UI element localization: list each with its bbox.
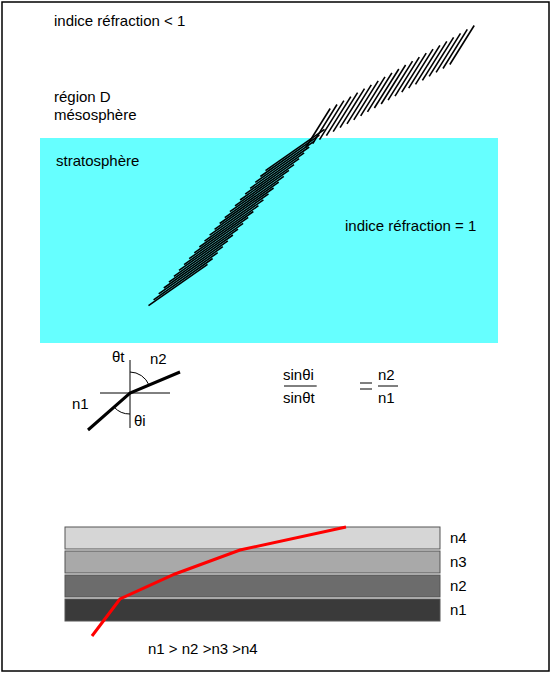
equals-sign — [360, 383, 372, 384]
wavefront-hatching — [149, 26, 475, 306]
fraction-bar — [284, 386, 317, 387]
layer-band — [65, 551, 440, 573]
wavefront-line — [189, 217, 248, 258]
layer-index: n1 — [450, 601, 467, 619]
layer-index: n3 — [450, 553, 467, 571]
stratosphere-band: stratosphère indice réfraction = 1 — [40, 138, 498, 343]
wavefront-line — [250, 147, 309, 188]
formula-term: n2 — [378, 366, 395, 384]
layer-band — [65, 527, 440, 549]
formula-term: sinθi — [283, 366, 314, 384]
wavefront-line — [194, 212, 253, 253]
wavefront-line — [266, 129, 325, 170]
wavefront-line — [149, 264, 208, 305]
wavefront-line — [205, 200, 264, 241]
wavefront-line — [174, 235, 233, 276]
medium-index: n1 — [72, 395, 89, 413]
wavefront-line — [240, 159, 299, 200]
layer-band — [65, 575, 440, 597]
medium-index: n2 — [150, 350, 167, 368]
wavefront-line — [260, 135, 319, 176]
region-name: stratosphère — [56, 152, 139, 170]
wavefront-line — [210, 194, 269, 235]
layer-band: n1 — [65, 599, 440, 621]
layer-band: n4 — [65, 527, 440, 549]
wavefront-line — [220, 182, 279, 223]
wavefront-line — [215, 188, 274, 229]
inequality-caption: n1 > n2 >n3 >n4 — [148, 640, 258, 658]
wavefront-line — [230, 170, 289, 211]
index-note: indice réfraction = 1 — [345, 217, 476, 235]
layer-index: n2 — [450, 577, 467, 595]
layer-band — [65, 599, 440, 621]
ray-path — [92, 527, 346, 636]
wavefront-line — [199, 206, 258, 247]
wavefront-line — [235, 165, 294, 206]
wavefront-line — [184, 223, 243, 264]
formula-term: sinθt — [283, 389, 315, 407]
fraction-bar — [378, 386, 398, 387]
wavefront-line — [159, 253, 218, 294]
wavefront-line — [164, 247, 223, 288]
wavefront-line — [245, 153, 304, 194]
angle-label: θt — [112, 348, 125, 366]
light-ray — [88, 372, 180, 430]
interface-line — [100, 393, 170, 394]
angle-arc — [130, 372, 149, 385]
wavefront-line — [450, 26, 474, 65]
layer-index: n4 — [450, 529, 467, 547]
layer-band: n3 — [65, 551, 440, 573]
wavefront-line — [225, 176, 284, 217]
angle-arc — [114, 407, 130, 414]
note-label: indice réfraction < 1 — [54, 12, 185, 30]
region-label: région D mésosphère — [54, 88, 149, 124]
wavefront-line — [169, 241, 228, 282]
wavefront-line — [179, 229, 238, 270]
wavefront-line — [154, 259, 213, 300]
wavefront-line — [255, 141, 314, 182]
equals-sign — [360, 389, 372, 390]
formula-term: n1 — [378, 389, 395, 407]
angle-label: θi — [134, 412, 146, 430]
layer-band: n2 — [65, 575, 440, 597]
wavefront-line — [443, 29, 467, 68]
